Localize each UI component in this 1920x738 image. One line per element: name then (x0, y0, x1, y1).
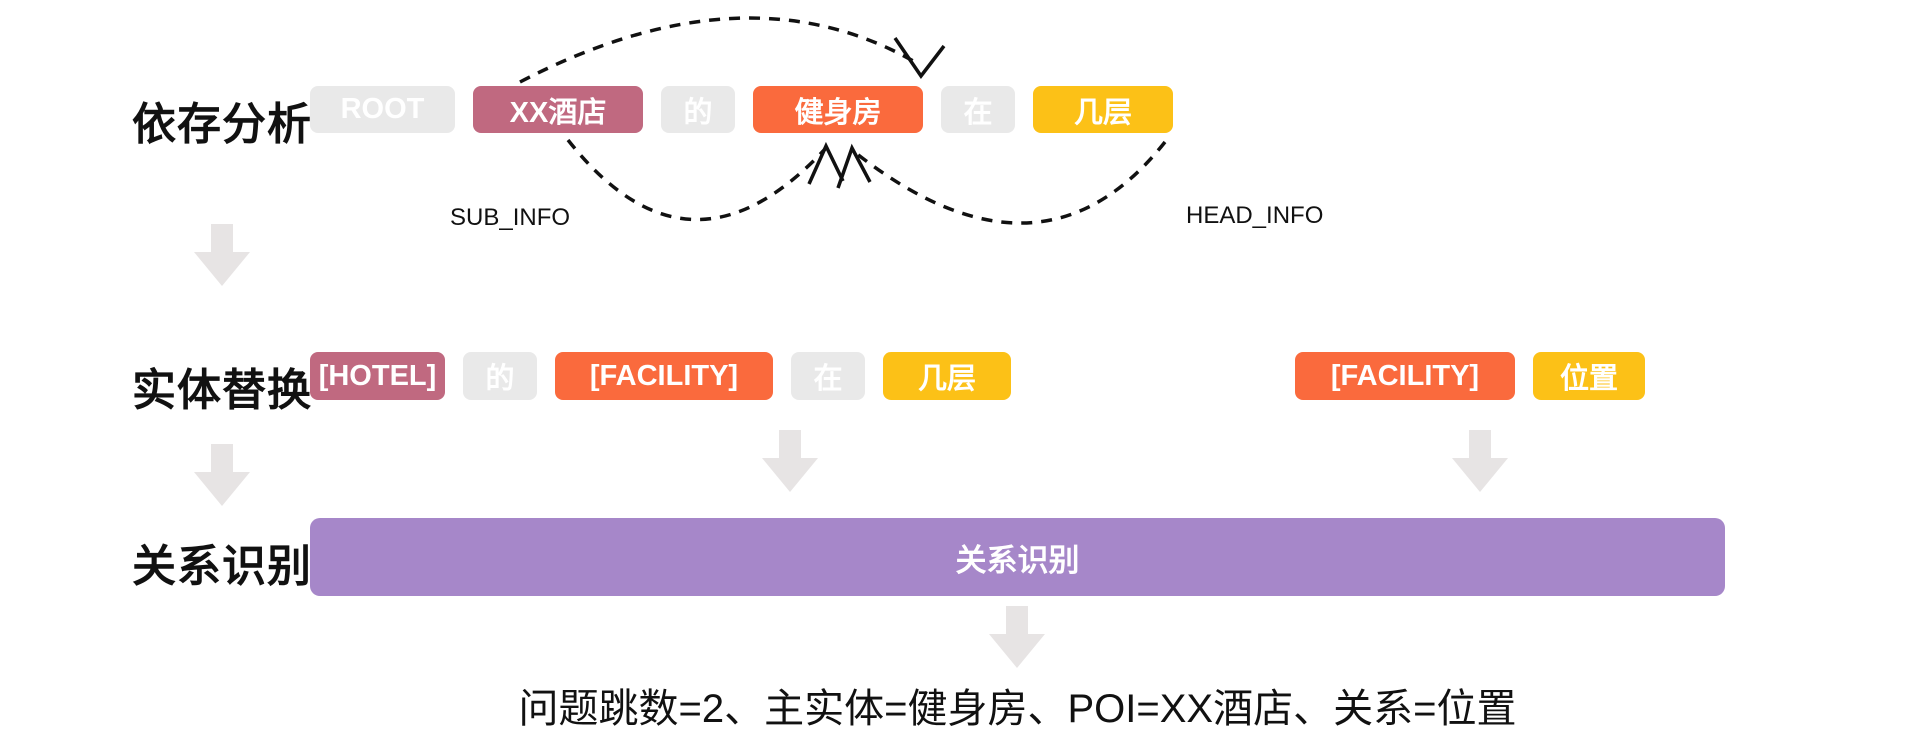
down-arrow-icon (194, 224, 250, 286)
token-hotel-placeholder: [HOTEL] (310, 352, 445, 400)
relation-bar-label: 关系识别 (955, 542, 1080, 578)
token-zai: 在 (791, 352, 865, 400)
edge-label-head-info: HEAD_INFO (1186, 202, 1324, 229)
token-which-floor: 几层 (1033, 86, 1173, 133)
stage-label-relation-recognition: 关系识别 (132, 542, 312, 591)
root-arc-arrowhead (893, 37, 946, 79)
token-de: 的 (661, 86, 735, 133)
token-facility-placeholder: [FACILITY] (555, 352, 773, 400)
down-arrow-icon (762, 430, 818, 492)
token-hotel-name: XX酒店 (473, 86, 643, 133)
root-arc (519, 16, 916, 84)
relation-recognition-bar: 关系识别 (310, 518, 1725, 596)
down-arrow-icon (989, 606, 1045, 668)
token-zai: 在 (941, 86, 1015, 133)
result-summary: 问题跳数=2、主实体=健身房、POI=XX酒店、关系=位置 (518, 687, 1517, 731)
token-which-floor: 几层 (883, 352, 1011, 400)
down-arrow-icon (1452, 430, 1508, 492)
sub-info-arrowhead (807, 141, 845, 185)
head-info-arrowhead (836, 143, 872, 189)
down-arrow-icon (194, 444, 250, 506)
token-location: 位置 (1533, 352, 1645, 400)
token-de: 的 (463, 352, 537, 400)
token-gym: 健身房 (753, 86, 923, 133)
token-root: ROOT (310, 86, 455, 133)
token-facility-placeholder: [FACILITY] (1295, 352, 1515, 400)
head-info-arc (850, 140, 1167, 225)
stage-label-entity-replacement: 实体替换 (132, 366, 312, 415)
stage-label-dependency-parsing: 依存分析 (132, 100, 312, 149)
sub-info-arc (566, 138, 828, 222)
edge-label-sub-info: SUB_INFO (450, 204, 571, 231)
